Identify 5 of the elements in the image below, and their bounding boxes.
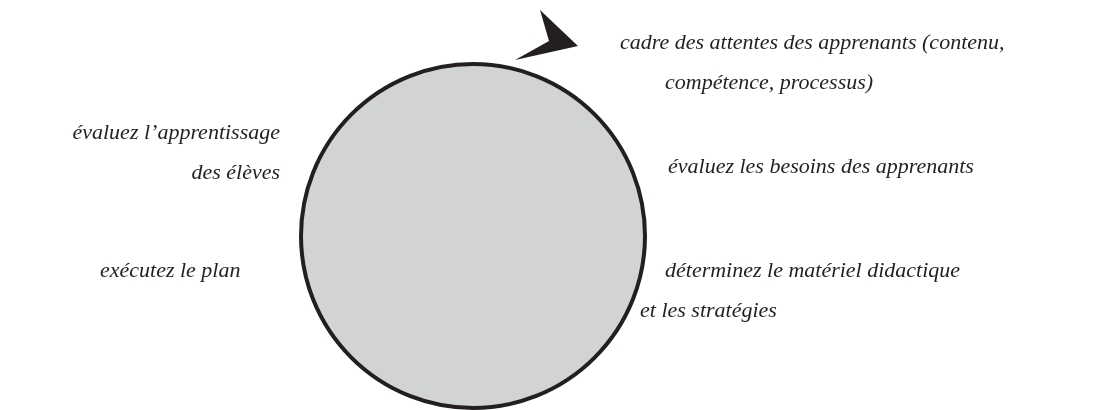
step-label: exécutez le plan xyxy=(100,256,241,284)
step-label: évaluez l’apprentissage des élèves xyxy=(71,118,280,186)
step-label: déterminez le matériel didactique et les stratégies xyxy=(640,256,962,324)
step-label: cadre des attentes des apprenants (contenu, compétence, processus) xyxy=(620,28,1006,96)
step-label: évaluez les besoins des apprenants xyxy=(668,152,974,180)
